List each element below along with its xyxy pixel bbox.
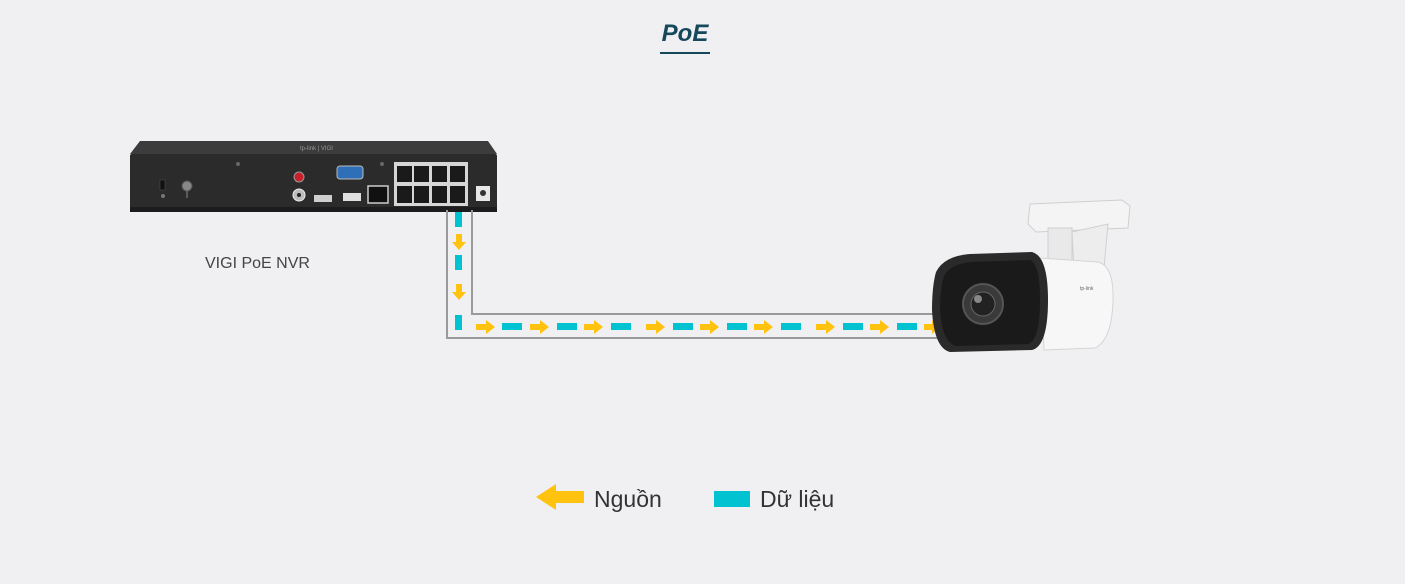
nvr-device: tp-link | VIGI [130, 141, 497, 212]
data-flow [455, 212, 917, 330]
svg-text:tp-link | VIGI: tp-link | VIGI [300, 146, 333, 152]
legend-power: Nguồn [536, 482, 662, 516]
arrow-left-icon [536, 483, 584, 515]
svg-text:tp-link: tp-link [1080, 286, 1094, 292]
legend-data-label: Dữ liệu [760, 485, 835, 512]
nvr-label: VIGI PoE NVR [205, 255, 310, 272]
legend-power-label: Nguồn [594, 485, 662, 512]
legend-data: Dữ liệu [714, 482, 834, 516]
power-flow [452, 234, 940, 334]
bullet-camera: tp-link [932, 199, 1131, 352]
tab-poe-label: PoE [659, 20, 711, 54]
tab-poe[interactable]: PoE [0, 20, 1370, 54]
data-swatch-icon [714, 491, 750, 507]
